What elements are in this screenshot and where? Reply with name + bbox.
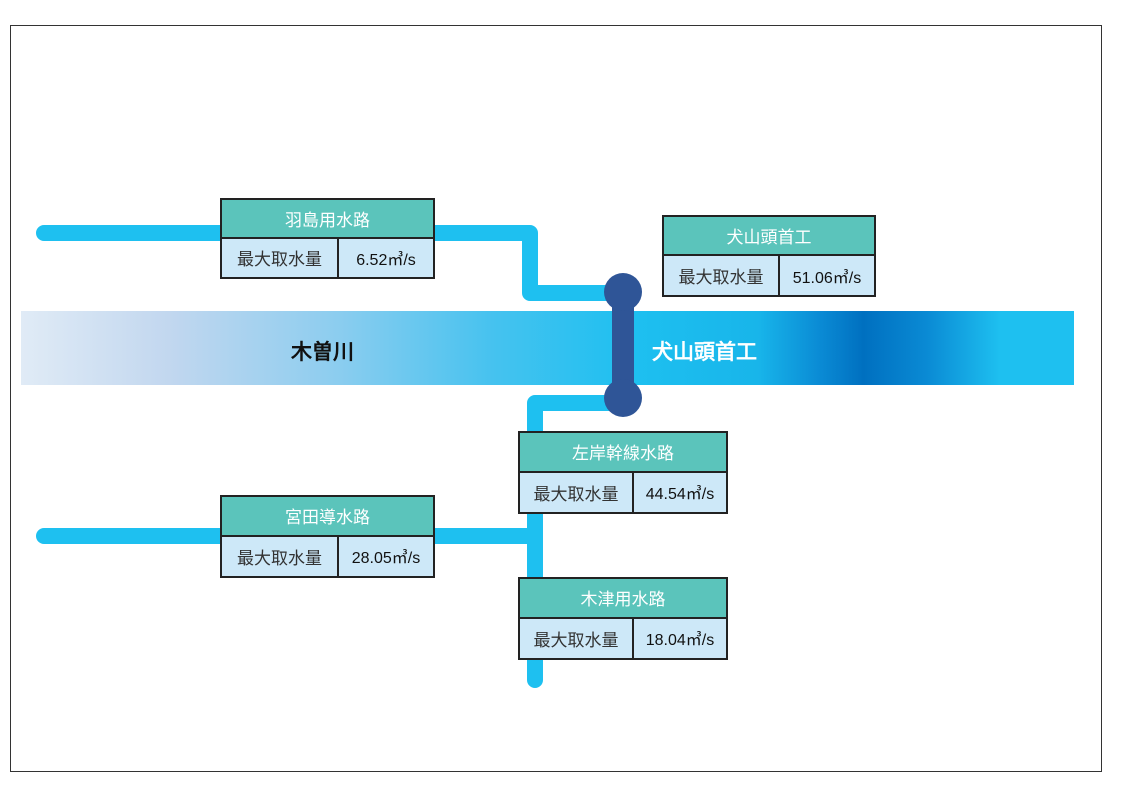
diagram-frame [10,25,1102,772]
box-value: 6.52㎥/s [356,251,416,269]
box-title: 宮田導水路 [222,497,433,537]
box-label: 最大取水量 [520,472,634,512]
dam-label: 犬山頭首工 [652,340,757,364]
box-label: 最大取水量 [520,618,634,658]
box-label: 最大取水量 [664,256,780,295]
box-value: 28.05㎥/s [351,550,421,568]
box-label: 最大取水量 [222,238,339,277]
box-label: 最大取水量 [222,536,339,576]
box-title: 羽島用水路 [222,200,433,239]
info-box-kotsu: 木津用水路 最大取水量 18.04㎥/s [518,577,728,660]
info-box-miyata: 宮田導水路 最大取水量 28.05㎥/s [220,495,435,578]
box-value: 44.54㎥/s [645,486,715,504]
box-title: 左岸幹線水路 [520,433,726,473]
river-label: 木曽川 [291,340,354,364]
box-value: 51.06㎥/s [792,269,862,287]
box-value: 18.04㎥/s [645,632,715,650]
box-title: 犬山頭首工 [664,217,874,256]
info-box-inuyama: 犬山頭首工 最大取水量 51.06㎥/s [662,215,876,297]
info-box-hashima: 羽島用水路 最大取水量 6.52㎥/s [220,198,435,279]
info-box-left-bank: 左岸幹線水路 最大取水量 44.54㎥/s [518,431,728,514]
river-band [21,311,1074,385]
dam-icon [604,273,642,417]
box-title: 木津用水路 [520,579,726,619]
